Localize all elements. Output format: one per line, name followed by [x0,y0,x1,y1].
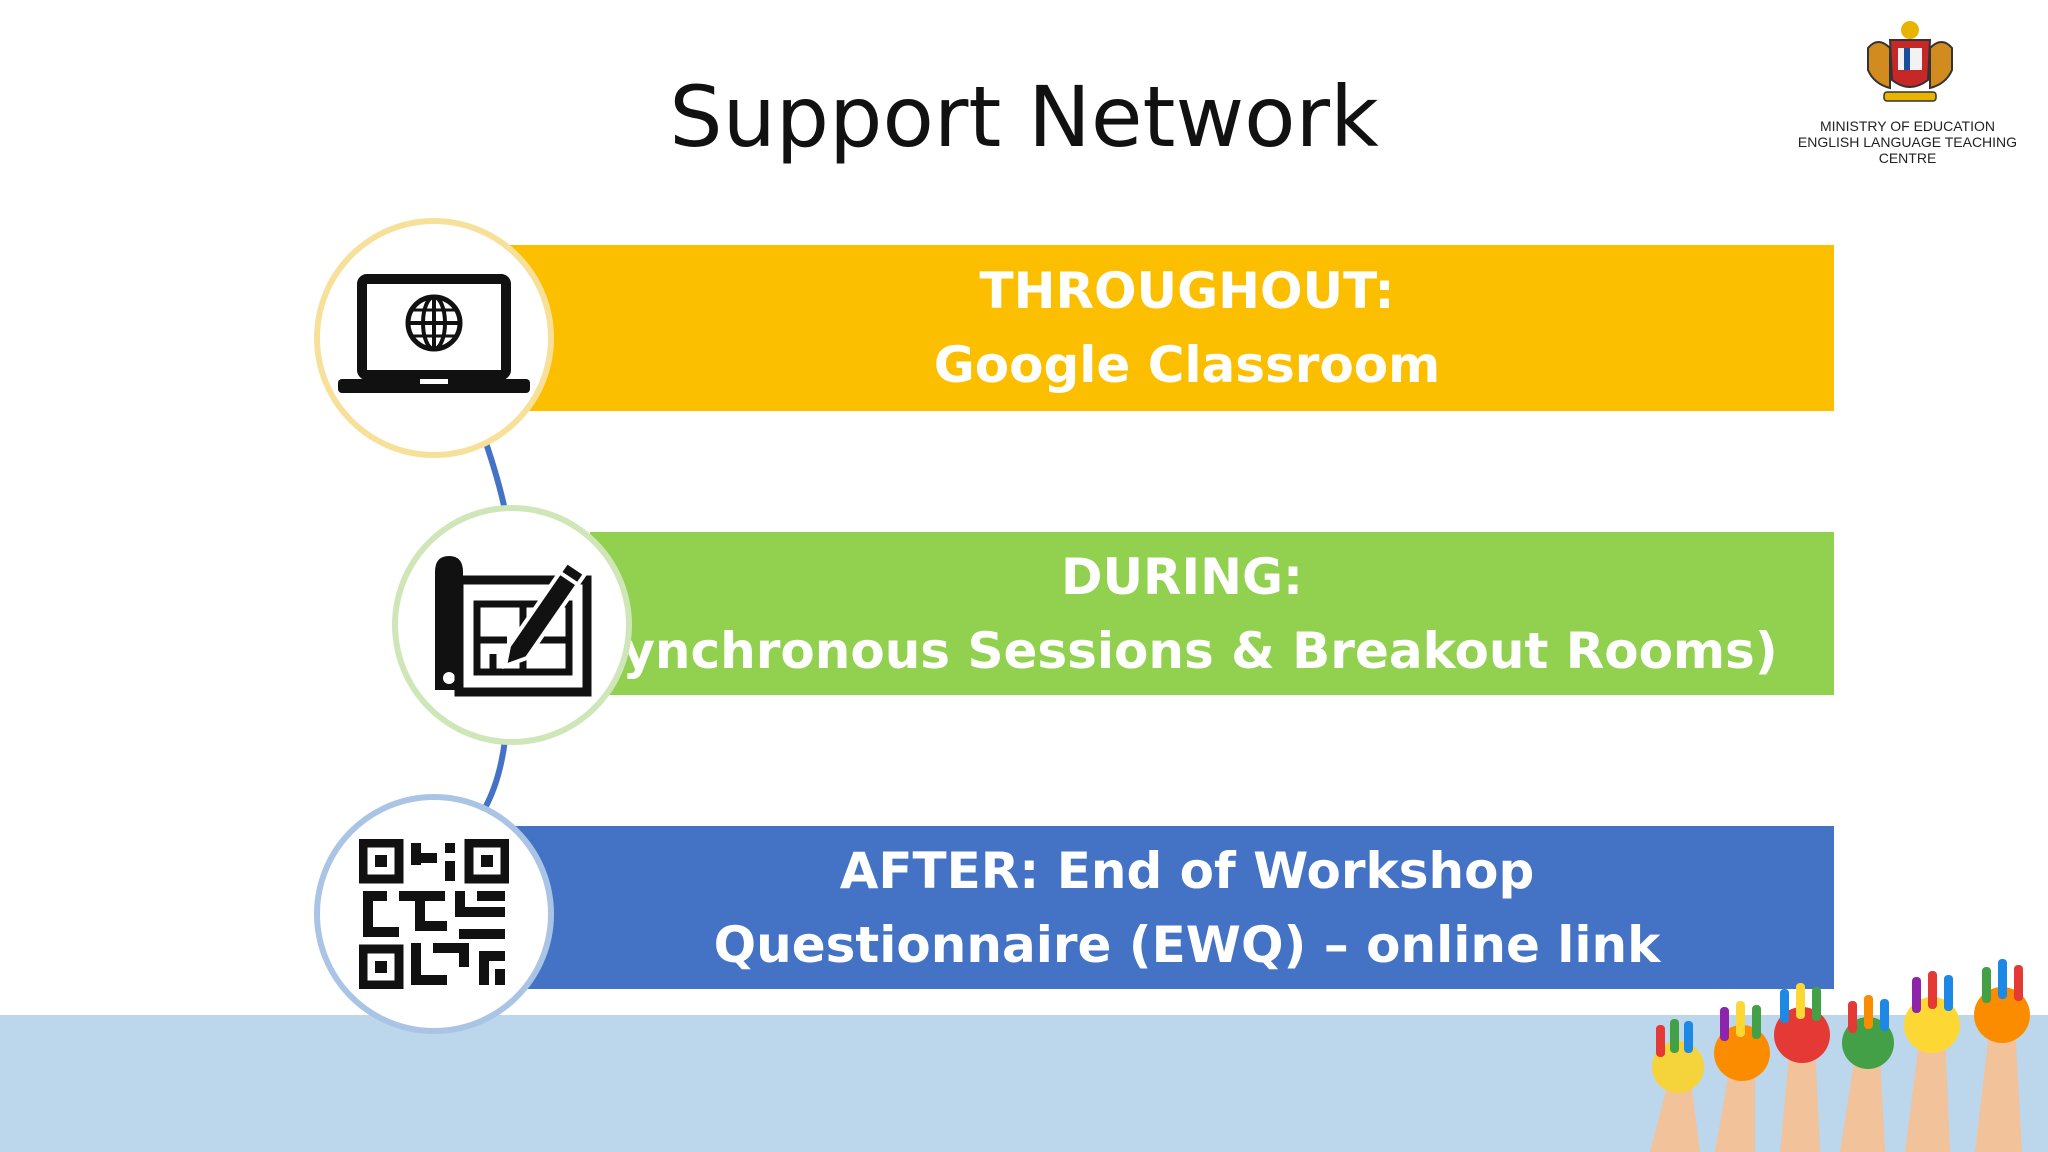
during-detail: Synchronous Sessions & Breakout Rooms) [586,621,1778,680]
logo-line-2: ENGLISH LANGUAGE TEACHING CENTRE [1797,134,2018,166]
throughout-heading: THROUGHOUT: [979,262,1395,320]
blueprint-pencil-icon [435,556,592,697]
bottom-band [0,1015,2048,1152]
throughout-detail: Google Classroom [933,336,1441,394]
laptop-globe-icon [338,274,530,393]
painted-hands-image [1650,959,2030,1152]
after-bar: AFTER: End of Workshop Questionnaire (EW… [510,826,1834,989]
slide-title: Support Network [669,68,1379,166]
ministry-logo: MINISTRY OF EDUCATION ENGLISH LANGUAGE T… [1780,18,2035,166]
after-detail: Questionnaire (EWQ) – online link [713,915,1661,974]
crest-icon [1867,21,1953,102]
throughout-bar: THROUGHOUT: Google Classroom [510,245,1834,411]
after-icon-circle [314,794,554,1034]
during-heading: DURING: [1060,547,1304,606]
after-heading: AFTER: End of Workshop [839,841,1535,900]
qr-code-icon [359,839,509,989]
logo-line-1: MINISTRY OF EDUCATION [1819,118,1995,134]
during-icon-circle [392,505,632,745]
during-bar: DURING: Synchronous Sessions & Breakout … [586,532,1834,695]
throughout-icon-circle [314,218,554,458]
